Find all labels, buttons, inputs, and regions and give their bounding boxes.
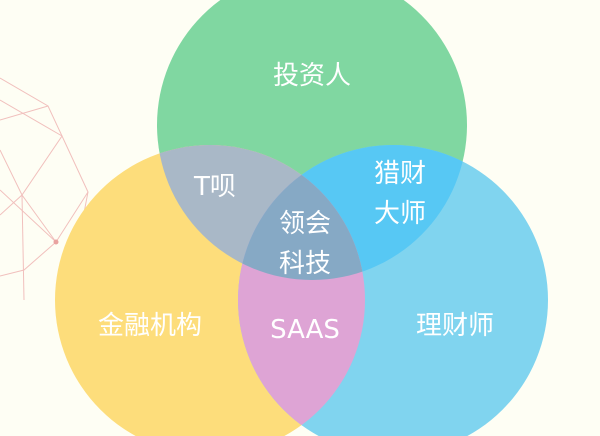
- label-financial-institution: 金融机构: [98, 311, 202, 341]
- label-center-line1: 领会: [279, 209, 331, 239]
- label-investor: 投资人: [273, 61, 351, 91]
- label-saas: SAAS: [270, 315, 340, 345]
- label-advisor: 理财师: [416, 311, 494, 341]
- intersection-center: [238, 145, 365, 280]
- label-liecai-line2: 大师: [374, 199, 426, 229]
- label-liecai-line1: 猎财: [374, 159, 426, 189]
- label-tbei: T呗: [193, 172, 236, 202]
- label-center-line2: 科技: [279, 249, 331, 279]
